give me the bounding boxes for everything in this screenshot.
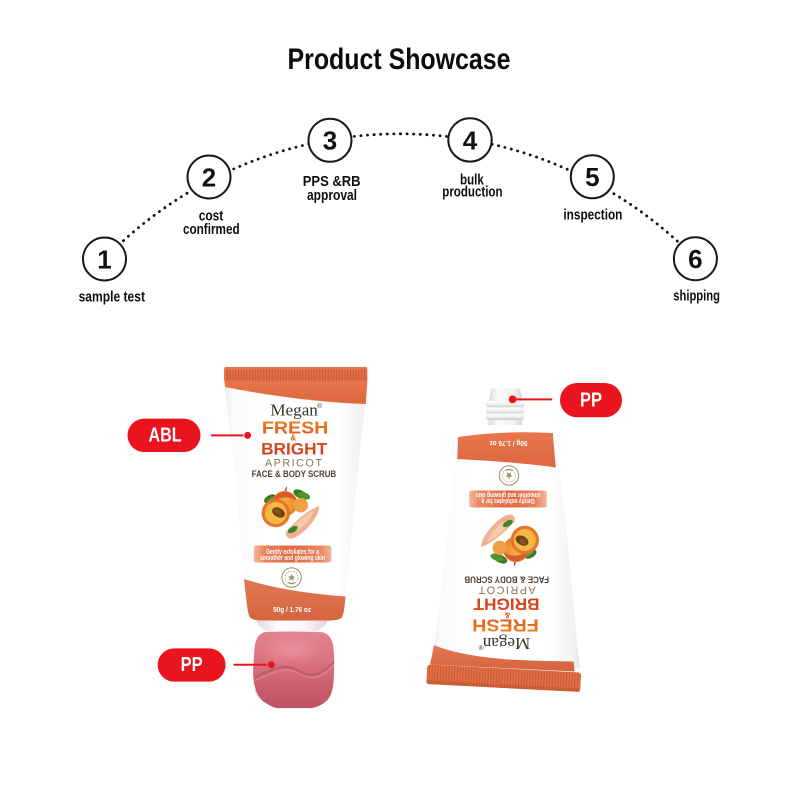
svg-text:PP: PP (580, 390, 602, 412)
svg-text:approval: approval (307, 187, 357, 204)
svg-text:production: production (442, 183, 502, 200)
svg-text:5: 5 (585, 162, 599, 192)
svg-text:confirmed: confirmed (183, 221, 240, 238)
svg-text:inspection: inspection (563, 206, 622, 223)
svg-text:4: 4 (463, 125, 478, 155)
svg-text:sample test: sample test (79, 289, 145, 306)
svg-text:PP: PP (181, 654, 203, 676)
svg-text:ABL: ABL (149, 424, 182, 446)
svg-text:shipping: shipping (673, 287, 720, 304)
svg-text:1: 1 (97, 244, 111, 274)
svg-text:bulk: bulk (460, 171, 484, 188)
svg-text:6: 6 (688, 244, 702, 274)
svg-text:3: 3 (323, 126, 337, 156)
svg-text:Product Showcase: Product Showcase (288, 43, 511, 76)
svg-text:2: 2 (202, 162, 216, 192)
svg-text:PPS &RB: PPS &RB (303, 173, 361, 190)
svg-text:cost: cost (199, 207, 224, 224)
